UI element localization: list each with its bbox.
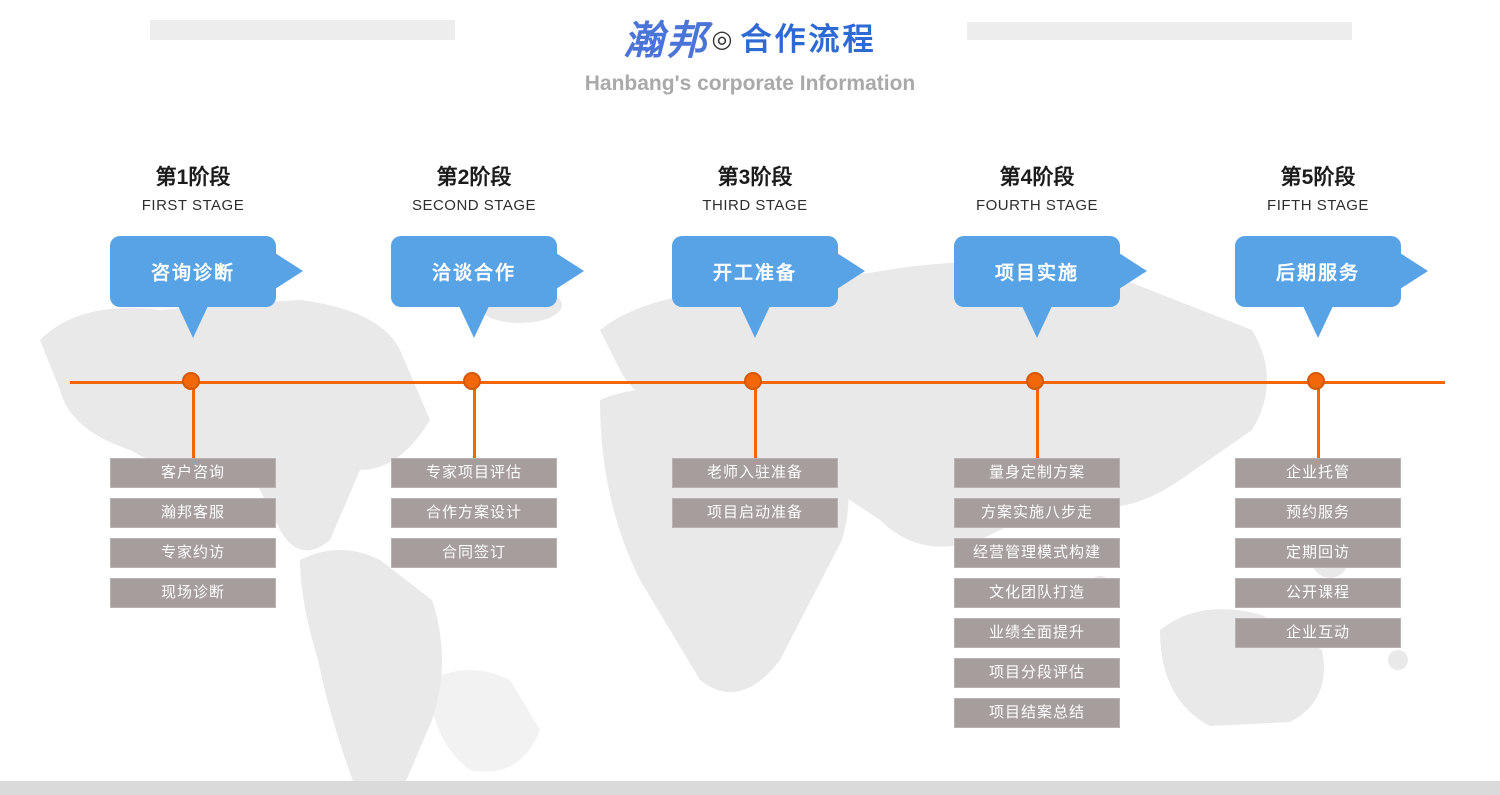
timeline-node <box>182 372 200 390</box>
stage-bubble-label: 咨询诊断 <box>150 263 235 284</box>
stage-item: 老师入驻准备 <box>672 458 838 488</box>
bubble-tail-down-icon <box>459 306 489 338</box>
bubble-arrow-right-icon <box>837 253 865 289</box>
stage-item-list: 量身定制方案 方案实施八步走 经营管理模式构建 文化团队打造 业绩全面提升 项目… <box>954 458 1120 738</box>
stage-bubble: 洽谈合作 <box>391 236 584 338</box>
bubble-tail-down-icon <box>740 306 770 338</box>
stage-column-5: 第5阶段 FIFTH STAGE 后期服务 企业托管 预约服务 定期回访 公开课… <box>1228 0 1428 795</box>
timeline-node <box>744 372 762 390</box>
stage-column-1: 第1阶段 FIRST STAGE 咨询诊断 客户咨询 瀚邦客服 专家约访 现场诊… <box>103 0 303 795</box>
stage-title-cn: 第4阶段 <box>999 166 1075 189</box>
stage-title-en: FIFTH STAGE <box>1267 197 1369 214</box>
stage-title-en: THIRD STAGE <box>702 197 808 214</box>
stage-item: 企业托管 <box>1235 458 1401 488</box>
bottom-bar <box>0 781 1500 795</box>
stage-column-3: 第3阶段 THIRD STAGE 开工准备 老师入驻准备 项目启动准备 <box>665 0 865 795</box>
stage-title-en: SECOND STAGE <box>411 197 537 214</box>
stage-title-en: FOURTH STAGE <box>975 197 1099 214</box>
stage-title-cn: 第2阶段 <box>436 166 512 189</box>
stage-item: 合同签订 <box>391 538 557 568</box>
decorative-strip-right <box>967 22 1352 40</box>
stage-item: 方案实施八步走 <box>954 498 1120 528</box>
stage-item: 量身定制方案 <box>954 458 1120 488</box>
timeline-node <box>1026 372 1044 390</box>
stage-item: 业绩全面提升 <box>954 618 1120 648</box>
stage-bubble-label: 项目实施 <box>994 263 1079 284</box>
stage-title-cn: 第1阶段 <box>155 166 231 189</box>
stage-item: 项目启动准备 <box>672 498 838 528</box>
stage-item: 合作方案设计 <box>391 498 557 528</box>
stage-bubble-label: 洽谈合作 <box>431 263 516 284</box>
stage-item-list: 企业托管 预约服务 定期回访 公开课程 企业互动 <box>1235 458 1401 658</box>
stage-item-list: 专家项目评估 合作方案设计 合同签订 <box>391 458 557 578</box>
title-row: 瀚邦◎ 合作流程 <box>0 8 1500 66</box>
stage-item: 项目分段评估 <box>954 658 1120 688</box>
stage-item: 公开课程 <box>1235 578 1401 608</box>
timeline-connector <box>753 383 757 458</box>
timeline-node <box>1307 372 1325 390</box>
bubble-arrow-right-icon <box>275 253 303 289</box>
stage-title-cn: 第5阶段 <box>1280 166 1356 189</box>
stage-column-2: 第2阶段 SECOND STAGE 洽谈合作 专家项目评估 合作方案设计 合同签… <box>384 0 584 795</box>
page-title: 合作流程 <box>740 22 877 57</box>
stage-bubble: 后期服务 <box>1235 236 1428 338</box>
stage-item: 文化团队打造 <box>954 578 1120 608</box>
stage-item-list: 客户咨询 瀚邦客服 专家约访 现场诊断 <box>110 458 276 618</box>
brand-logo: 瀚邦 <box>623 17 710 64</box>
stage-item: 客户咨询 <box>110 458 276 488</box>
timeline-connector <box>472 383 476 458</box>
timeline-connector <box>1035 383 1039 458</box>
stage-item: 定期回访 <box>1235 538 1401 568</box>
decorative-strip-left <box>150 20 455 40</box>
stage-item: 专家约访 <box>110 538 276 568</box>
stage-item: 经营管理模式构建 <box>954 538 1120 568</box>
stage-item-list: 老师入驻准备 项目启动准备 <box>672 458 838 538</box>
stage-item: 瀚邦客服 <box>110 498 276 528</box>
stage-bubble: 咨询诊断 <box>110 236 303 338</box>
timeline-node <box>463 372 481 390</box>
circle-mark-icon: ◎ <box>711 26 733 53</box>
page-subtitle: Hanbang's corporate Information <box>584 72 916 95</box>
bubble-arrow-right-icon <box>556 253 584 289</box>
bubble-tail-down-icon <box>1022 306 1052 338</box>
bubble-tail-down-icon <box>1303 306 1333 338</box>
stage-bubble: 项目实施 <box>954 236 1147 338</box>
stage-item: 专家项目评估 <box>391 458 557 488</box>
stage-bubble-label: 开工准备 <box>712 263 797 284</box>
stage-title-cn: 第3阶段 <box>717 166 793 189</box>
stage-item: 项目结案总结 <box>954 698 1120 728</box>
bubble-arrow-right-icon <box>1400 253 1428 289</box>
stage-bubble-label: 后期服务 <box>1275 263 1360 284</box>
stage-item: 现场诊断 <box>110 578 276 608</box>
bubble-arrow-right-icon <box>1119 253 1147 289</box>
stage-bubble: 开工准备 <box>672 236 865 338</box>
timeline-connector <box>191 383 195 458</box>
page-header: 瀚邦◎ 合作流程 Hanbang's corporate Information <box>0 8 1500 96</box>
timeline-connector <box>1316 383 1320 458</box>
stage-item: 企业互动 <box>1235 618 1401 648</box>
stage-column-4: 第4阶段 FOURTH STAGE 项目实施 量身定制方案 方案实施八步走 经营… <box>947 0 1147 795</box>
bubble-tail-down-icon <box>178 306 208 338</box>
stage-item: 预约服务 <box>1235 498 1401 528</box>
stage-title-en: FIRST STAGE <box>141 197 245 214</box>
